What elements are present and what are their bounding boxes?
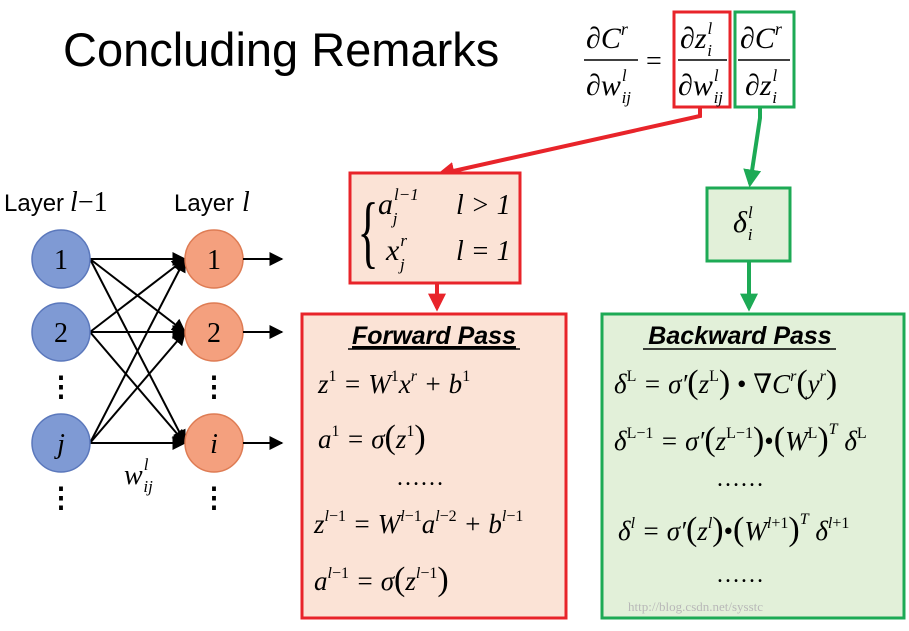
prev-layer-nodes: 1 2 ⋮ j ⋮ (31, 229, 91, 514)
forward-ellipsis: …… (396, 465, 444, 491)
prev-node-2-label: 2 (54, 318, 68, 349)
network-edges (89, 252, 187, 450)
lhs-numerator: ∂Cr (586, 19, 629, 55)
network-edge (89, 330, 186, 444)
forward-pass-box: Forward Pass z1 = W1xr + b1 a1 = σ(z1) …… (300, 312, 568, 620)
prev-node-1: 1 (31, 229, 91, 289)
prev-node-j-label: j (54, 429, 65, 460)
watermark: http://blog.csdn.net/sysstc (628, 599, 763, 614)
backward-pass-heading: Backward Pass (648, 322, 832, 350)
backward-eq-deltaL-1: δL−1 = σ′(zL−1)•(WL)T δL (614, 421, 867, 458)
forward-eq-a1: a1 = σ(z1) (318, 419, 426, 456)
cur-node-2: 2 (184, 302, 244, 362)
red-connector-arrow (436, 107, 702, 180)
dc-dz-highlight-box (733, 10, 796, 109)
green-connector-arrow (743, 108, 762, 188)
left-brace: { (358, 186, 379, 275)
prev-ellipsis-2: ⋮ (47, 483, 75, 514)
backward-eq-deltaL: δL = σ′(zL) • ∇Cr(yr) (614, 364, 837, 401)
slide-title: Concluding Remarks (63, 23, 499, 76)
prev-node-2: 2 (31, 302, 91, 362)
dc-numerator: ∂Cr (740, 19, 783, 55)
forward-eq-zl-1: zl−1 = Wl−1al−2 + bl−1 (313, 508, 523, 539)
cur-node-i-label: i (210, 429, 218, 460)
network-edge (89, 257, 186, 444)
prev-ellipsis-1: ⋮ (47, 372, 75, 403)
cur-node-i: i (184, 413, 244, 473)
network-edge (89, 258, 187, 333)
forward-eq-z1: z1 = W1xr + b1 (317, 368, 470, 399)
cur-node-1-label: 1 (207, 245, 221, 276)
activation-row-2-condition: l = 1 (456, 236, 511, 267)
cur-node-1: 1 (184, 229, 244, 289)
backward-pass-box: Backward Pass δL = σ′(zL) • ∇Cr(yr) δL−1… (600, 312, 906, 620)
prev-node-1-label: 1 (54, 245, 68, 276)
cur-ellipsis-1: ⋮ (200, 372, 228, 403)
forward-eq-al-1: al−1 = σ(zl−1) (314, 561, 449, 598)
backward-ellipsis-2: …… (716, 562, 764, 588)
backward-ellipsis-1: …… (716, 466, 764, 492)
activation-box-frame (348, 171, 522, 285)
cur-layer-nodes: 1 2 ⋮ i ⋮ (184, 229, 244, 514)
equals-sign: = (646, 46, 662, 77)
backward-eq-deltal: δl = σ′(zl)•(Wl+1)T δl+1 (618, 511, 849, 548)
forward-pass-heading: Forward Pass (352, 322, 516, 350)
forward-pass-frame (300, 312, 568, 620)
prev-node-j: j (31, 413, 91, 473)
backward-pass-frame (600, 312, 906, 620)
cur-ellipsis-2: ⋮ (200, 483, 228, 514)
activation-row-1-condition: l > 1 (456, 190, 511, 221)
cur-node-2-label: 2 (207, 318, 221, 349)
